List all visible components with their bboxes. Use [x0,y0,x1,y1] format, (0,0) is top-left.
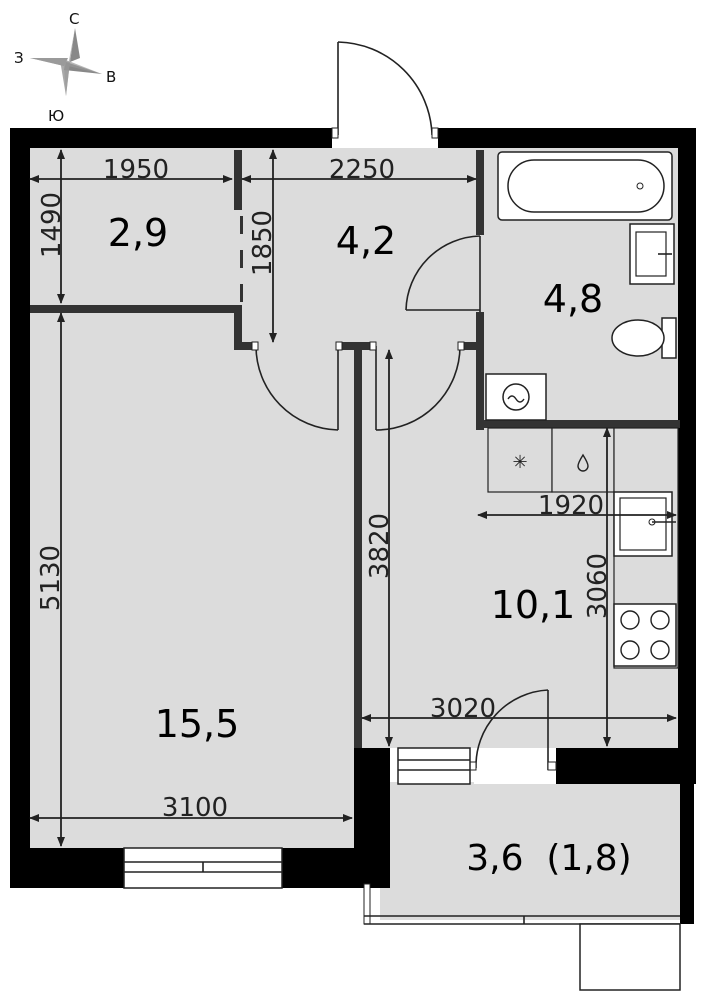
dim-storage-width: 1950 [103,155,169,185]
compass-west-label: З [14,49,24,67]
dishwasher-icon [551,427,615,493]
room-area-storage: 2,9 [108,211,168,255]
bedroom-window [123,847,283,889]
stove-icon [613,603,677,667]
inner-walls [30,150,680,748]
dim-kitchen-width: 3020 [430,694,496,724]
partition-dashed [240,216,243,302]
washbasin-icon [629,223,675,285]
dim-hall-width: 2250 [329,155,395,185]
water-drop-icon [577,453,589,472]
dim-corridor-length: 3820 [365,513,395,579]
dim-kitchen-depth: 3060 [583,553,613,619]
outer-walls [10,128,696,924]
bathroom-door [405,235,481,312]
dimension-lines [29,149,677,847]
balcony-door [469,689,557,784]
compass-north-label: С [69,10,79,28]
compass-east-label: В [106,68,116,86]
room-area-bathroom: 4,8 [543,277,603,321]
bedroom-door [251,341,343,431]
room-area-kitchen: 10,1 [491,583,576,627]
room-area-balcony: 3,6 (1,8) [466,838,631,879]
entrance-door [331,41,439,148]
bathtub-icon [497,151,673,221]
balcony-floor [380,782,680,920]
fridge-icon: ✳ [487,427,553,493]
kitchen-sink-icon [613,491,676,557]
dim-bedroom-width: 3100 [162,793,228,823]
fridge-symbol: ✳ [512,452,527,473]
compass-south-label: Ю [48,107,64,125]
dim-storage-depth: 1490 [37,192,67,258]
room-area-hall: 4,2 [336,219,396,263]
toilet-icon [611,317,677,359]
compass: С З В Ю [14,10,116,125]
kitchen-window [397,747,471,785]
dim-bedroom-depth: 5130 [36,545,66,611]
washing-machine-icon [485,373,547,421]
room-area-bedroom: 15,5 [155,702,240,746]
dim-hall-depth: 1850 [248,210,278,276]
dim-kitchen-width-upper: 1920 [538,491,604,521]
balcony-glazing [363,883,681,991]
